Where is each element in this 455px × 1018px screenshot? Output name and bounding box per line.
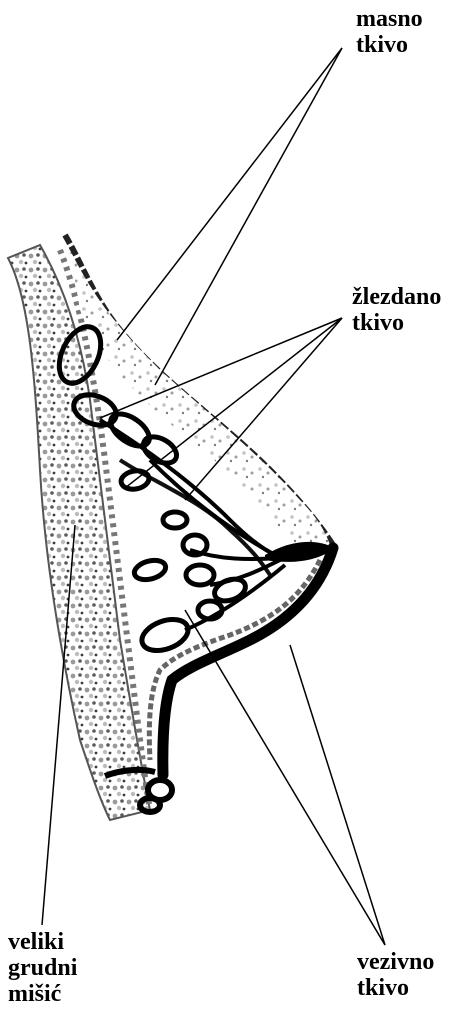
label-line: tkivo: [352, 310, 441, 336]
milk-ducts: [100, 420, 285, 630]
label-line: žlezdano: [352, 284, 441, 310]
leader-masno-2: [155, 48, 342, 385]
label-line: masno: [356, 6, 423, 32]
label-zlezdano-tkivo: žlezdano tkivo: [352, 284, 441, 336]
label-line: mišić: [8, 981, 77, 1007]
leader-vezivno-2: [290, 645, 385, 945]
label-line: tkivo: [357, 975, 434, 1001]
label-vezivno-tkivo: vezivno tkivo: [357, 949, 434, 1001]
leader-vezivno-1: [185, 610, 385, 945]
leader-masno-1: [117, 48, 342, 340]
label-veliki-grudni-misic: veliki grudni mišić: [8, 929, 77, 1007]
label-line: tkivo: [356, 32, 423, 58]
label-line: grudni: [8, 955, 77, 981]
label-line: veliki: [8, 929, 77, 955]
label-line: vezivno: [357, 949, 434, 975]
label-masno-tkivo: masno tkivo: [356, 6, 423, 58]
